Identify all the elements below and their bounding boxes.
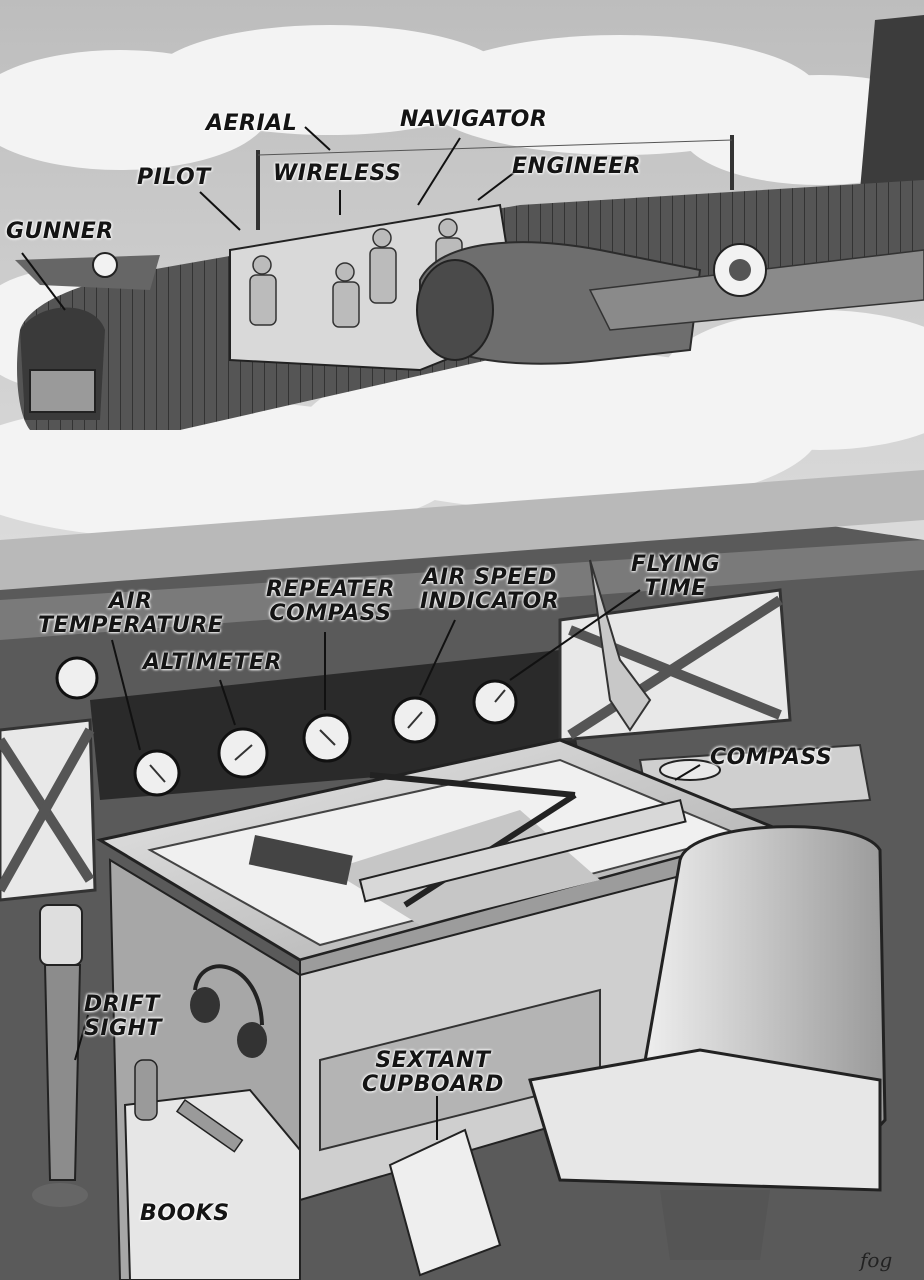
label-books: BOOKS <box>140 1201 230 1226</box>
aircraft <box>15 15 924 430</box>
label-wireless: WIRELESS <box>273 161 402 186</box>
label-gunner: GUNNER <box>6 219 114 244</box>
artist-signature: fog <box>860 1248 893 1272</box>
label-altimeter: ALTIMETER <box>143 650 282 675</box>
label-sextant-cupboard: SEXTANT CUPBOARD <box>362 1048 504 1097</box>
leader-lines <box>21 126 701 1140</box>
label-air-speed-indicator: AIR SPEED INDICATOR <box>420 565 560 614</box>
label-compass: COMPASS <box>710 745 833 770</box>
navigator-cabin <box>0 470 924 1280</box>
label-navigator: NAVIGATOR <box>400 107 548 132</box>
label-repeater-compass: REPEATER COMPASS <box>266 577 396 626</box>
label-pilot: PILOT <box>137 165 211 190</box>
label-flying-time: FLYING TIME <box>631 552 721 601</box>
label-engineer: ENGINEER <box>512 154 642 179</box>
label-aerial: AERIAL <box>206 111 298 136</box>
label-drift-sight: DRIFT SIGHT <box>84 992 163 1041</box>
clouds <box>0 25 924 540</box>
air-temperature-dial <box>55 656 99 700</box>
label-air-temperature: AIR TEMPERATURE <box>38 589 224 638</box>
